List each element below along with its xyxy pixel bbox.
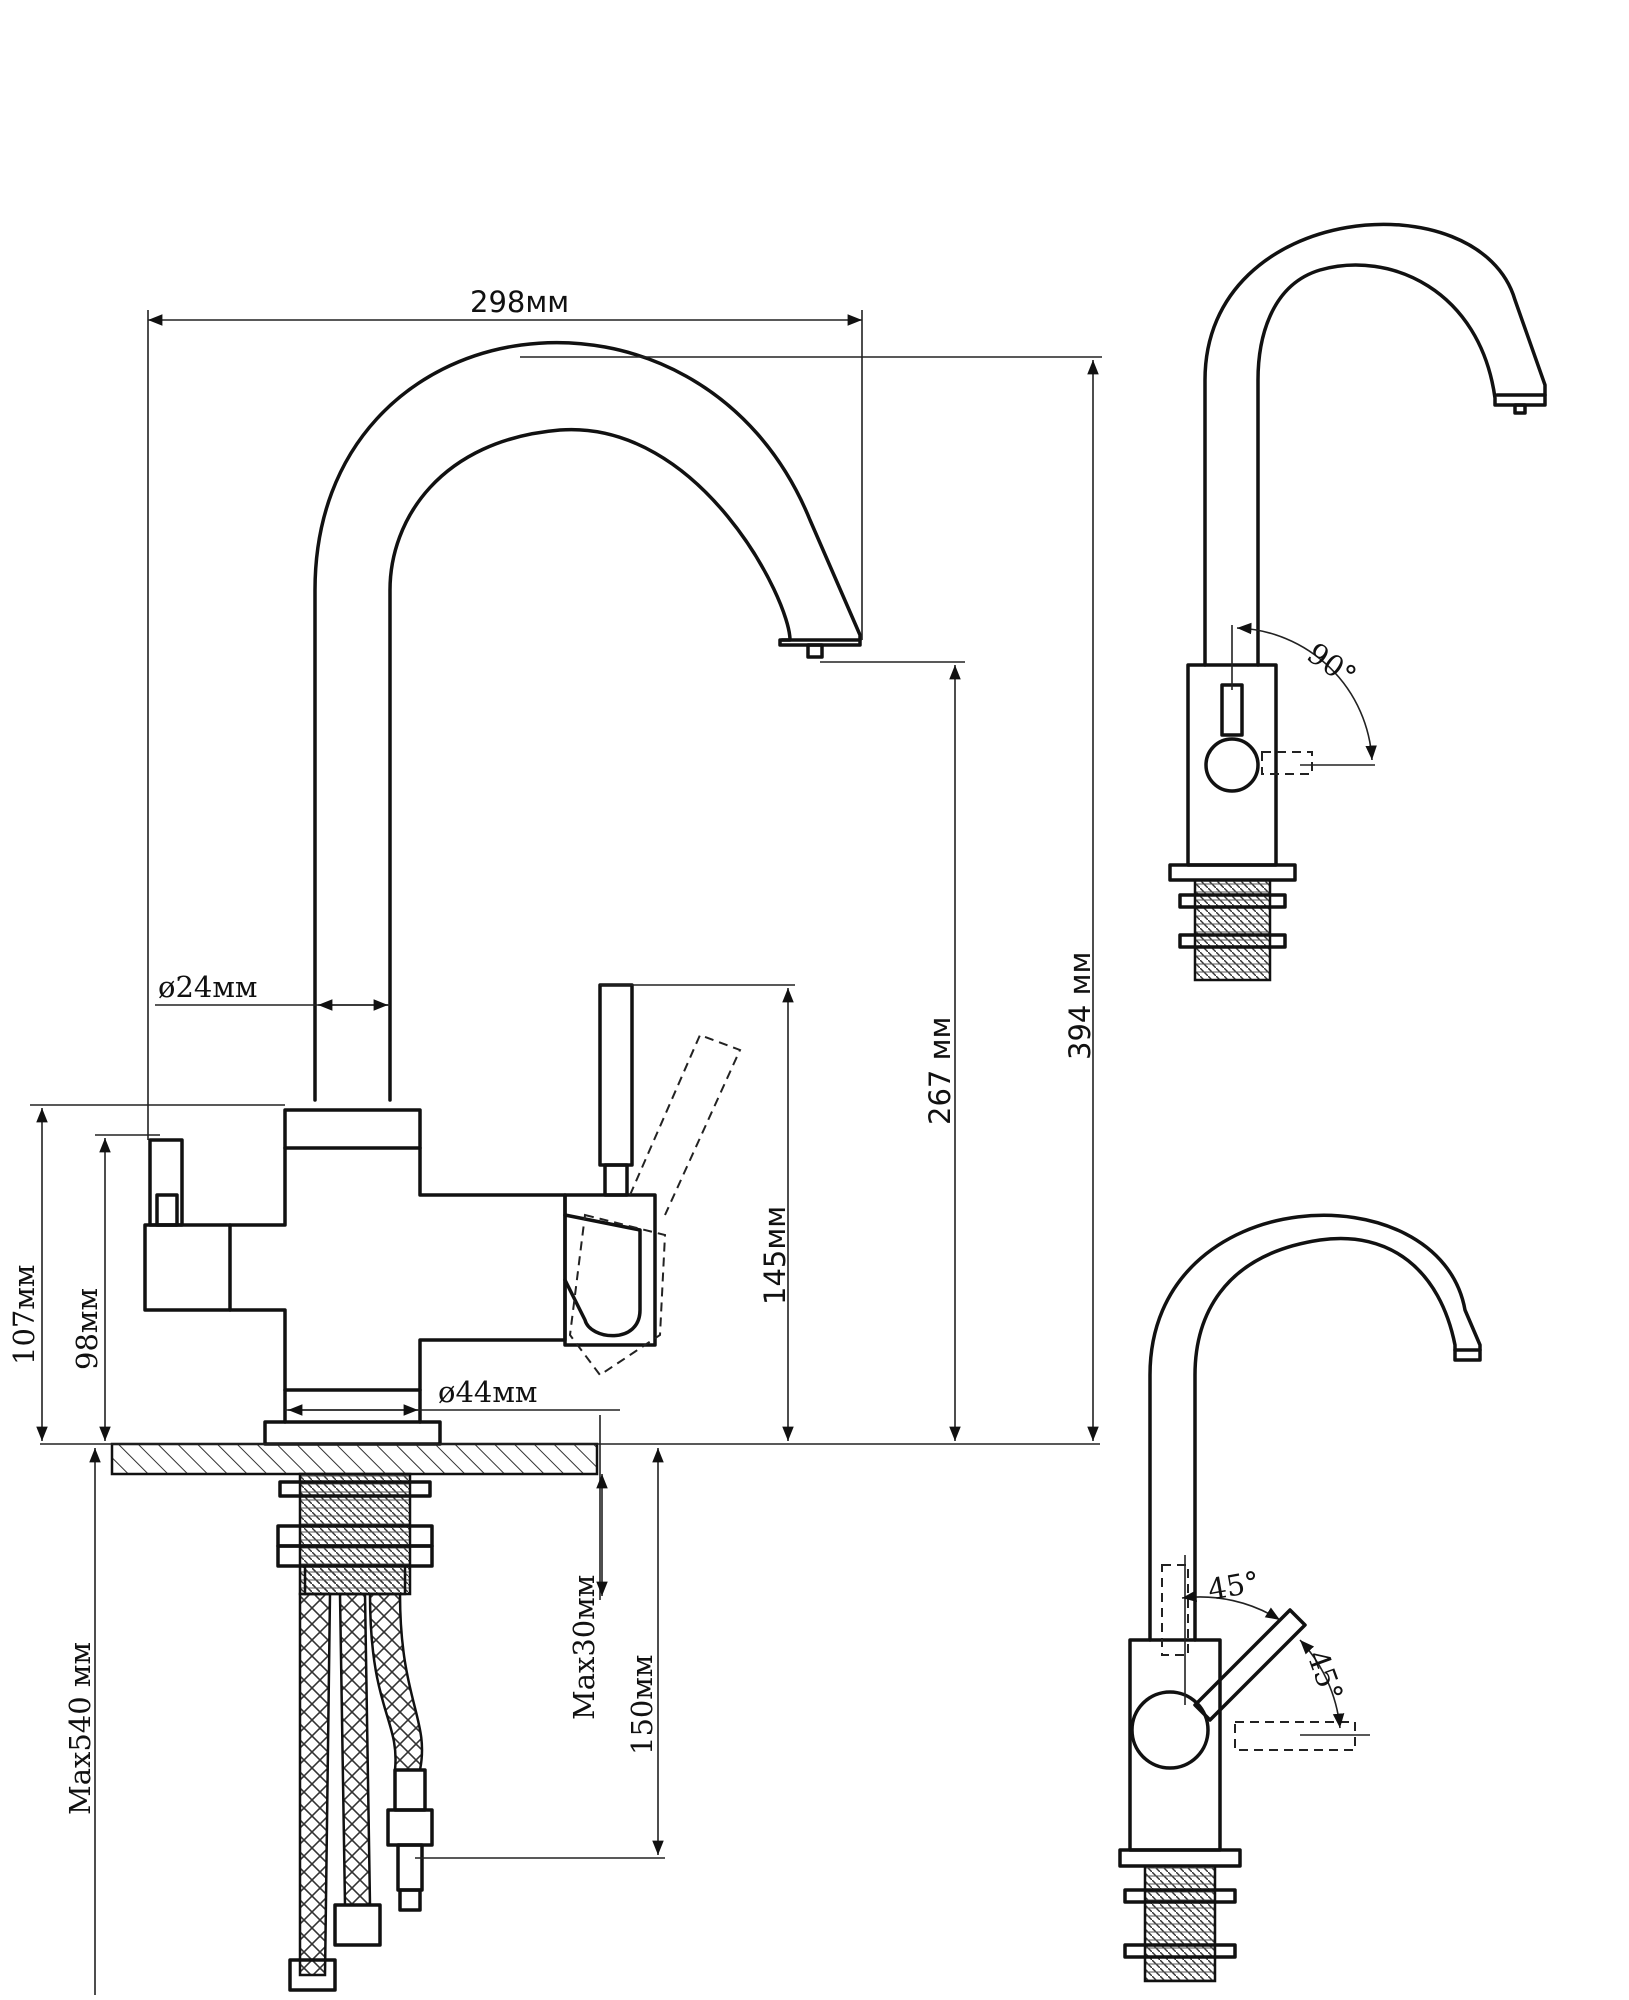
dim-107-label: 107мм — [7, 1265, 41, 1365]
lever-handle — [598, 983, 634, 1167]
angle-45a-label: 45° — [1205, 1564, 1262, 1606]
hose-middle — [338, 1592, 372, 1907]
dimension-lines — [30, 310, 1102, 1995]
dim-150-label: 150мм — [625, 1655, 659, 1755]
main-faucet-view — [40, 340, 1100, 1992]
dim-max540-label: Max540 мм — [63, 1642, 97, 1815]
hose-left — [298, 1592, 332, 1977]
side-view-lever-angles: 45° 45° — [1118, 1213, 1482, 1983]
dim-394-label: 394 мм — [1063, 952, 1097, 1060]
side-view-rotation: 90° — [1168, 222, 1547, 982]
dim-267-label: 267 мм — [923, 1017, 957, 1125]
angle-90-label: 90° — [1301, 636, 1363, 693]
spout-outline — [313, 340, 862, 1102]
side-body — [1186, 663, 1278, 867]
dim-298-label: 298мм — [470, 285, 569, 319]
mixer-body — [143, 1108, 567, 1392]
angle-45b-label: 45° — [1300, 1646, 1350, 1706]
dim-max30-label: Max30мм — [567, 1575, 601, 1720]
hose-right — [368, 1592, 424, 1772]
dim-44-label: ø44мм — [438, 1375, 537, 1409]
lever-alt-position — [568, 1033, 742, 1377]
base-plate — [263, 1420, 442, 1446]
dim-145-label: 145мм — [758, 1206, 792, 1305]
dimension-labels: 298мм 394 мм 267 мм 145мм ø24мм ø44мм 10… — [7, 285, 1097, 1815]
countertop-section — [110, 1442, 599, 1476]
dim-24-label: ø24мм — [158, 970, 257, 1004]
dim-98-label: 98мм — [70, 1288, 104, 1370]
